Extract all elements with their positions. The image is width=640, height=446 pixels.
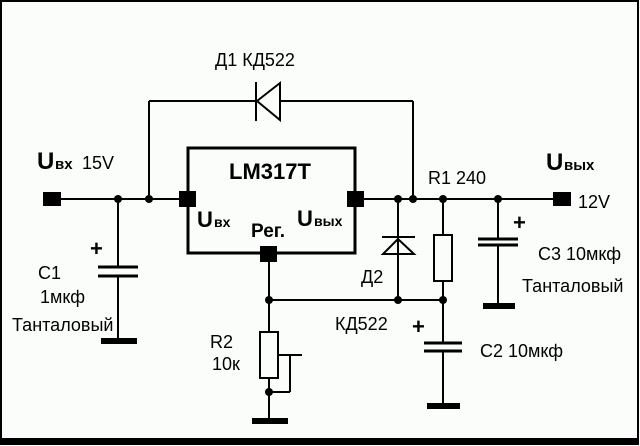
resistor-r1-symbol bbox=[433, 234, 453, 282]
output-terminal-pad bbox=[553, 192, 571, 206]
d2-anode-triangle bbox=[380, 237, 417, 255]
c1-ref: C1 bbox=[38, 263, 61, 283]
r2-value: 10к bbox=[212, 354, 240, 374]
r2-ref: R2 bbox=[210, 332, 233, 352]
chip-lm317t: LM317T U вх Рег. U вых bbox=[179, 146, 364, 262]
junction-dot bbox=[114, 195, 122, 203]
d2-ref: Д2 bbox=[361, 267, 383, 287]
c3-label: C3 10мкф bbox=[538, 244, 621, 264]
junction-dot bbox=[494, 195, 502, 203]
c2-polarity-plus: + bbox=[412, 314, 425, 339]
junction-dot bbox=[265, 388, 273, 396]
image-border-bottom bbox=[2, 438, 638, 444]
junction-dot bbox=[439, 296, 447, 304]
c2-label: C2 10мкф bbox=[480, 341, 563, 361]
junction-dot bbox=[145, 195, 153, 203]
chip-title: LM317T bbox=[229, 159, 311, 184]
output-voltage-symbol: U bbox=[546, 149, 563, 176]
ground-icon-c2 bbox=[427, 403, 460, 409]
chip-pin-input-subscript: вх bbox=[214, 214, 231, 230]
output-voltage-subscript: вых bbox=[564, 157, 595, 174]
chip-pin-output bbox=[347, 191, 364, 207]
c1-dielectric: Танталовый bbox=[12, 315, 113, 335]
c3-polarity-plus: + bbox=[513, 210, 526, 235]
junction-dot bbox=[394, 195, 402, 203]
c3-dielectric: Танталовый bbox=[522, 276, 623, 296]
ground-icon-c3 bbox=[483, 303, 515, 309]
input-terminal-pad bbox=[43, 192, 61, 206]
capacitor-c1-symbol bbox=[98, 265, 138, 278]
input-voltage-subscript: вх bbox=[55, 156, 73, 173]
ground-icon-c1 bbox=[101, 338, 137, 344]
chip-pin-input bbox=[179, 191, 196, 207]
chip-body bbox=[186, 146, 357, 255]
resistor-r2-symbol bbox=[259, 331, 279, 379]
chip-pin-input-label: U bbox=[197, 207, 213, 232]
capacitor-c2-symbol bbox=[424, 341, 462, 353]
input-voltage-value: 15V bbox=[82, 153, 114, 173]
input-voltage-symbol: U bbox=[37, 148, 54, 175]
diode-d2-symbol bbox=[380, 236, 417, 255]
chip-pin-adjust-label: Рег. bbox=[251, 221, 285, 242]
junction-dot bbox=[439, 195, 447, 203]
capacitor-c3-symbol bbox=[478, 237, 518, 247]
c1-value: 1мкф bbox=[40, 287, 85, 307]
chip-pin-adjust bbox=[260, 246, 277, 262]
junction-dot bbox=[265, 296, 273, 304]
junction-dots bbox=[114, 195, 502, 396]
d2-part: КД522 bbox=[335, 314, 388, 334]
d1-anode-triangle bbox=[255, 80, 281, 123]
chip-pin-output-label: U bbox=[297, 206, 313, 231]
r1-label: R1 240 bbox=[428, 168, 486, 188]
chip-pin-output-subscript: вых bbox=[314, 213, 343, 229]
junction-dot bbox=[409, 195, 417, 203]
wires bbox=[61, 100, 554, 419]
c1-polarity-plus: + bbox=[90, 236, 103, 261]
output-voltage-value: 12V bbox=[578, 192, 610, 212]
ground-icon-r2 bbox=[252, 418, 288, 424]
diode-d1-symbol bbox=[255, 80, 281, 123]
d1-label: Д1 КД522 bbox=[215, 50, 295, 70]
junction-dot bbox=[394, 296, 402, 304]
